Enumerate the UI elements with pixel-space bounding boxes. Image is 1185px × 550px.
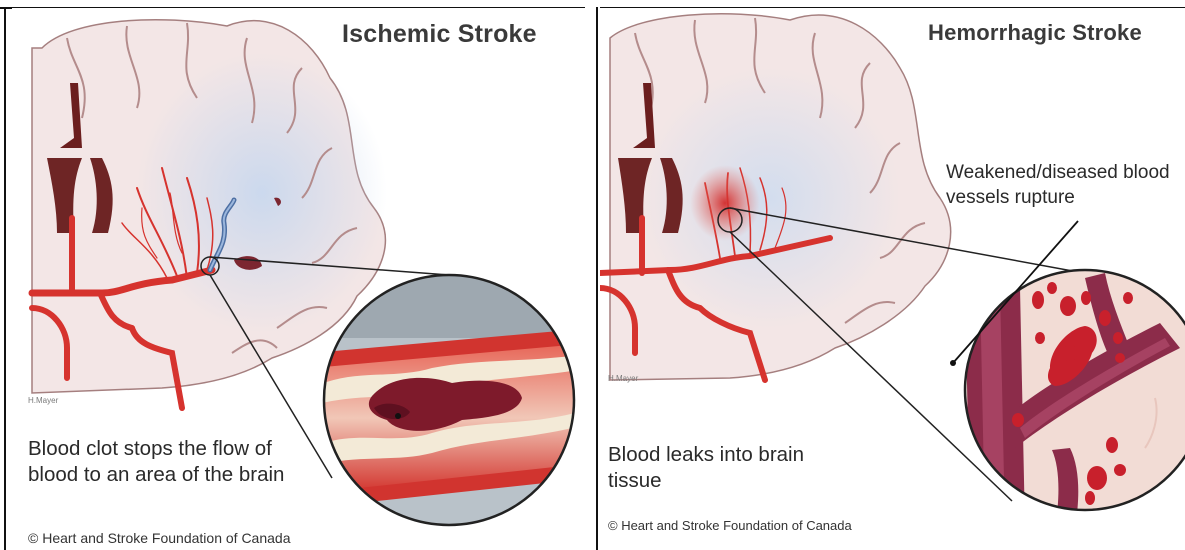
hemorrhagic-title: Hemorrhagic Stroke [928,20,1142,46]
copyright-credit: © Heart and Stroke Foundation of Canada [608,518,852,533]
panel-divider [596,7,598,550]
ischemic-stroke-panel: Ischemic Stroke H.Mayer Blood clot stops… [12,8,595,550]
rupture-callout: Weakened/diseased blood vessels rupture [946,160,1185,210]
artist-signature: H.Mayer [608,374,638,383]
left-border [4,7,6,550]
ischemic-caption: Blood clot stops the flow of blood to an… [28,436,288,488]
hemorrhagic-stroke-panel: Hemorrhagic Stroke Weakened/diseased blo… [600,8,1185,550]
artist-signature: H.Mayer [28,396,58,405]
zoom-clot-view [312,268,592,538]
ischemic-title: Ischemic Stroke [342,20,537,49]
hemorrhagic-caption: Blood leaks into brain tissue [608,442,848,494]
copyright-credit: © Heart and Stroke Foundation of Canada [28,530,290,546]
